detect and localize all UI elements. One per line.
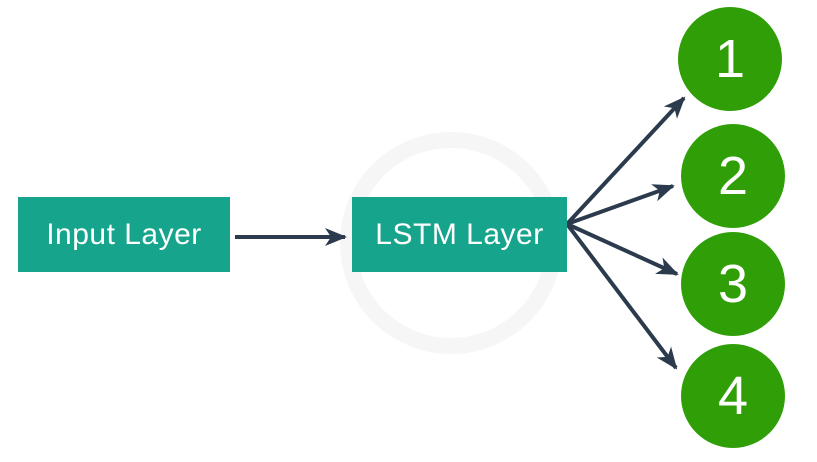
arrow-lstm-to-output-1 — [565, 96, 686, 226]
node-input-layer: Input Layer — [18, 197, 230, 272]
arrow-lstm-to-output-3 — [566, 222, 679, 276]
node-lstm-layer: LSTM Layer — [352, 197, 567, 272]
input-layer-label: Input Layer — [46, 217, 202, 251]
output-node-2: 2 — [681, 124, 785, 228]
output-node-1-label: 1 — [714, 29, 746, 89]
output-node-4: 4 — [681, 344, 785, 448]
output-node-3: 3 — [681, 232, 785, 336]
output-node-3-label: 3 — [717, 254, 749, 314]
output-node-1: 1 — [678, 7, 782, 111]
arrow-lstm-to-output-4 — [565, 222, 678, 370]
output-node-4-label: 4 — [717, 366, 749, 426]
arrow-lstm-to-output-2 — [566, 184, 675, 226]
lstm-layer-label: LSTM Layer — [375, 217, 544, 251]
output-node-2-label: 2 — [717, 146, 749, 206]
